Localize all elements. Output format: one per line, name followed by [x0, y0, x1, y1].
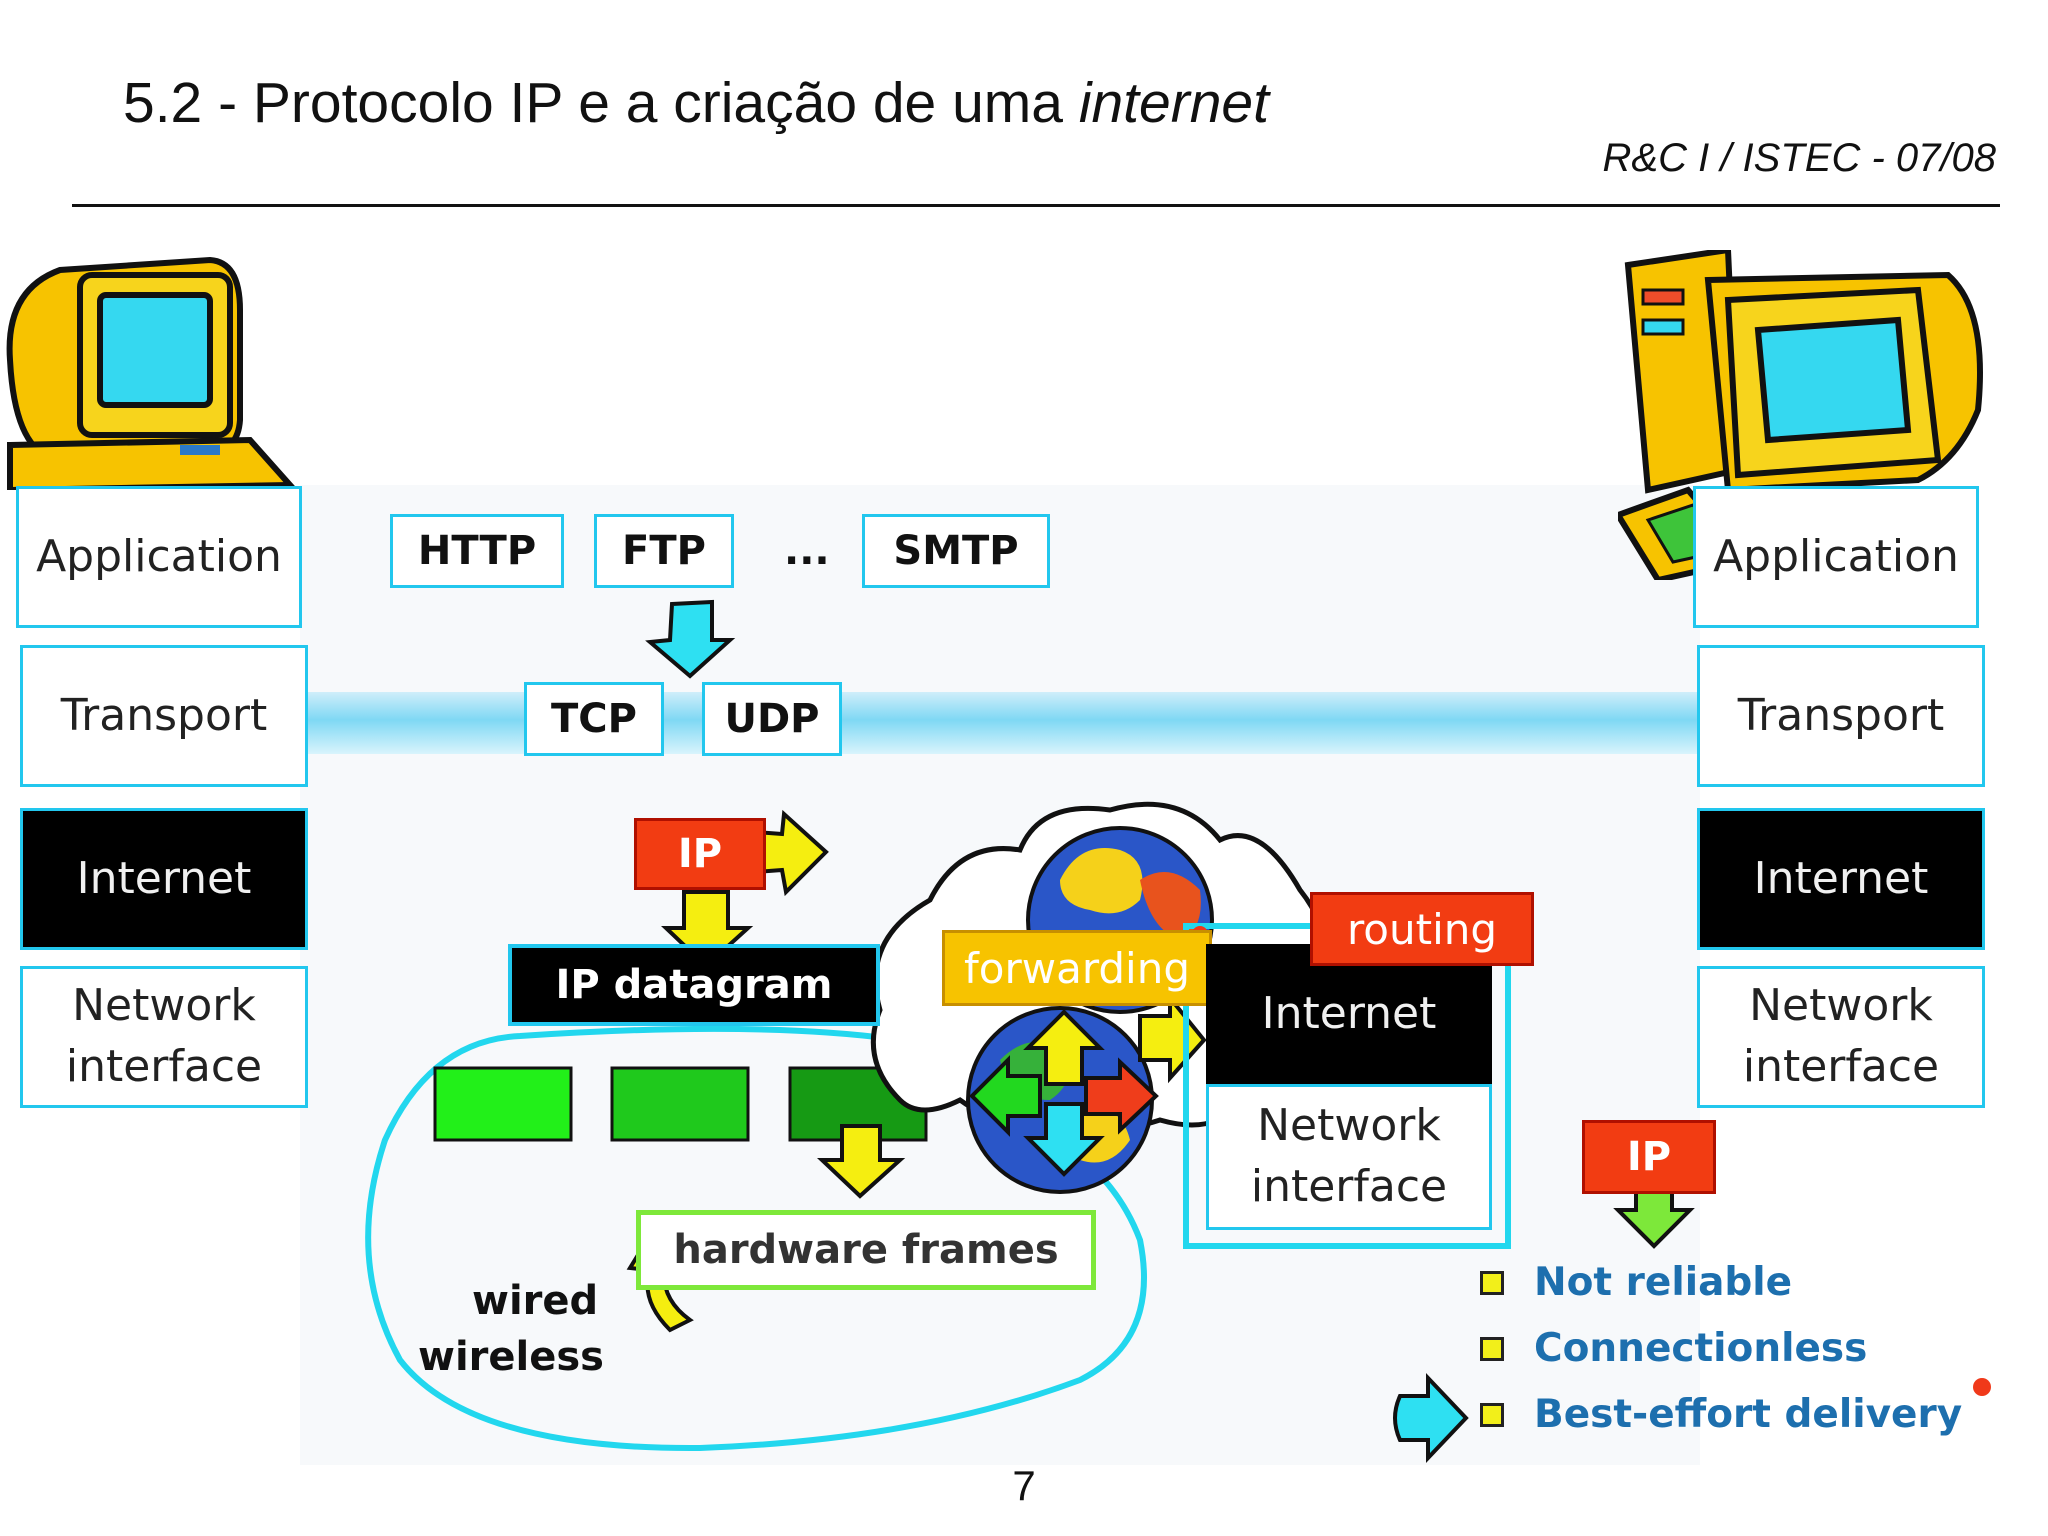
smtp-box: SMTP — [862, 514, 1050, 588]
red-dot-2 — [1973, 1378, 1991, 1396]
green-left-arrow — [969, 1055, 1042, 1137]
right-network-interface-layer: Network interface — [1697, 966, 1985, 1108]
router-internet-layer: Internet — [1206, 944, 1492, 1084]
legend-square — [1480, 1336, 1504, 1361]
cyan-right-arrow — [1393, 1372, 1469, 1464]
wireless-label: wireless — [418, 1334, 604, 1380]
red-right-arrow — [1084, 1057, 1159, 1135]
right-transport-layer: Transport — [1697, 645, 1985, 787]
frame-2 — [610, 1066, 750, 1142]
right-internet-layer: Internet — [1697, 808, 1985, 950]
legend-not-reliable: Not reliable — [1480, 1260, 1792, 1305]
routing-box: routing — [1310, 892, 1534, 966]
left-application-layer: Application — [16, 486, 302, 628]
left-transport-layer: Transport — [20, 645, 308, 787]
wired-label: wired — [472, 1278, 599, 1324]
frame-1 — [433, 1066, 573, 1142]
yellow-down-arrow-2 — [816, 1124, 906, 1199]
hardware-frames-box: hardware frames — [636, 1210, 1096, 1290]
cyan-down-arrow-2 — [1023, 1102, 1105, 1177]
ip-datagram-box: IP datagram — [508, 944, 880, 1026]
slide-title: 5.2 - Protocolo IP e a criação de uma in… — [123, 71, 1269, 135]
udp-box: UDP — [702, 682, 842, 756]
router-network-interface-layer: Network interface — [1206, 1084, 1492, 1230]
legend-square — [1480, 1402, 1504, 1427]
yellow-up-arrow — [1023, 1009, 1105, 1086]
legend-square — [1480, 1270, 1504, 1295]
page-number: 7 — [1012, 1462, 1036, 1509]
ip-box: IP — [634, 818, 766, 890]
left-network-interface-layer: Network interface — [20, 966, 308, 1108]
legend-best-effort: Best-effort delivery — [1480, 1392, 1962, 1437]
computer-left-icon — [6, 256, 297, 490]
protocols-ellipsis: ... — [784, 528, 830, 574]
legend-connectionless: Connectionless — [1480, 1326, 1867, 1371]
forwarding-box: forwarding — [942, 930, 1212, 1006]
right-application-layer: Application — [1693, 486, 1979, 628]
cyan-down-arrow — [645, 599, 736, 679]
ip-box-right: IP — [1582, 1120, 1716, 1194]
course-label: R&C I / ISTEC - 07/08 — [1602, 136, 1996, 180]
tcp-box: TCP — [524, 682, 664, 756]
left-internet-layer: Internet — [20, 808, 308, 950]
http-box: HTTP — [390, 514, 564, 588]
header-rule — [72, 204, 2000, 207]
ftp-box: FTP — [594, 514, 734, 588]
